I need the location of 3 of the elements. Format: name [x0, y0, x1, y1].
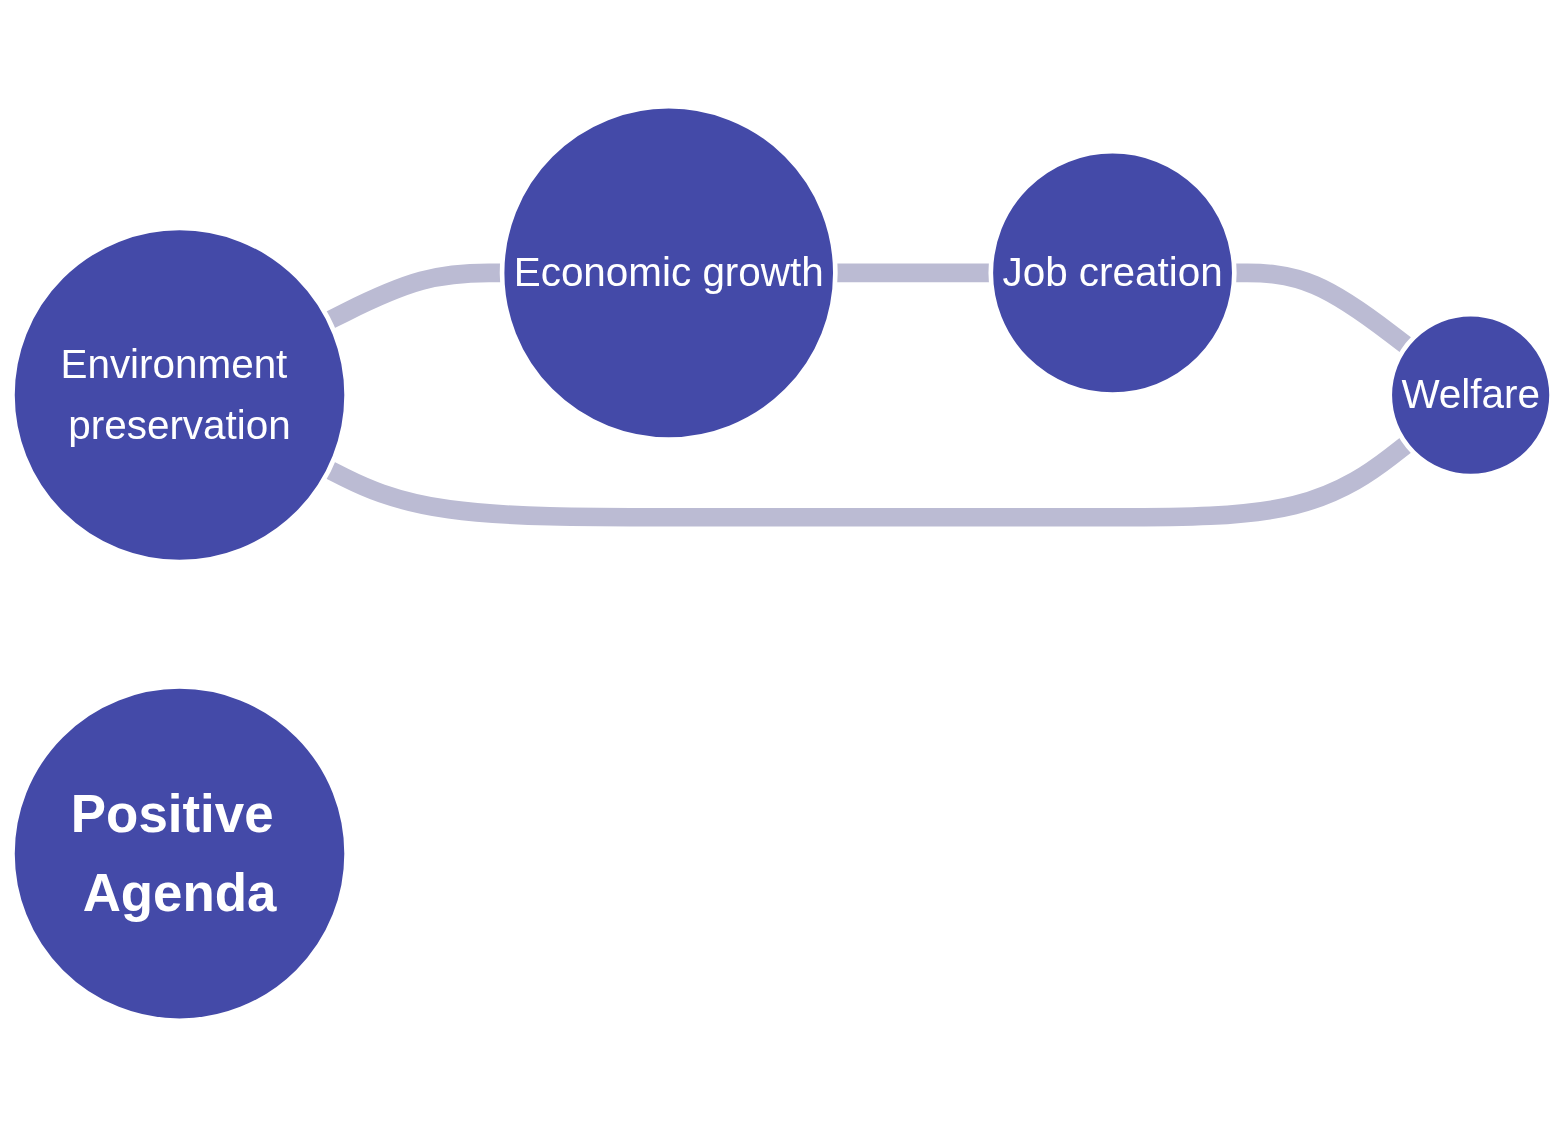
- connector: [324, 437, 1413, 527]
- connector: [835, 263, 991, 283]
- connector: [1234, 263, 1413, 354]
